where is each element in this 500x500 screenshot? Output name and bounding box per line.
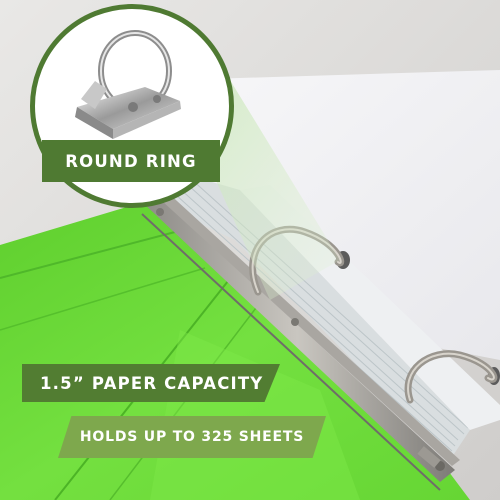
round-ring-label: ROUND RING — [42, 140, 220, 182]
round-ring-mechanism-icon — [75, 30, 181, 139]
paper-capacity-banner: 1.5” PAPER CAPACITY — [22, 364, 280, 402]
sheet-count-banner: HOLDS UP TO 325 SHEETS — [58, 416, 326, 458]
